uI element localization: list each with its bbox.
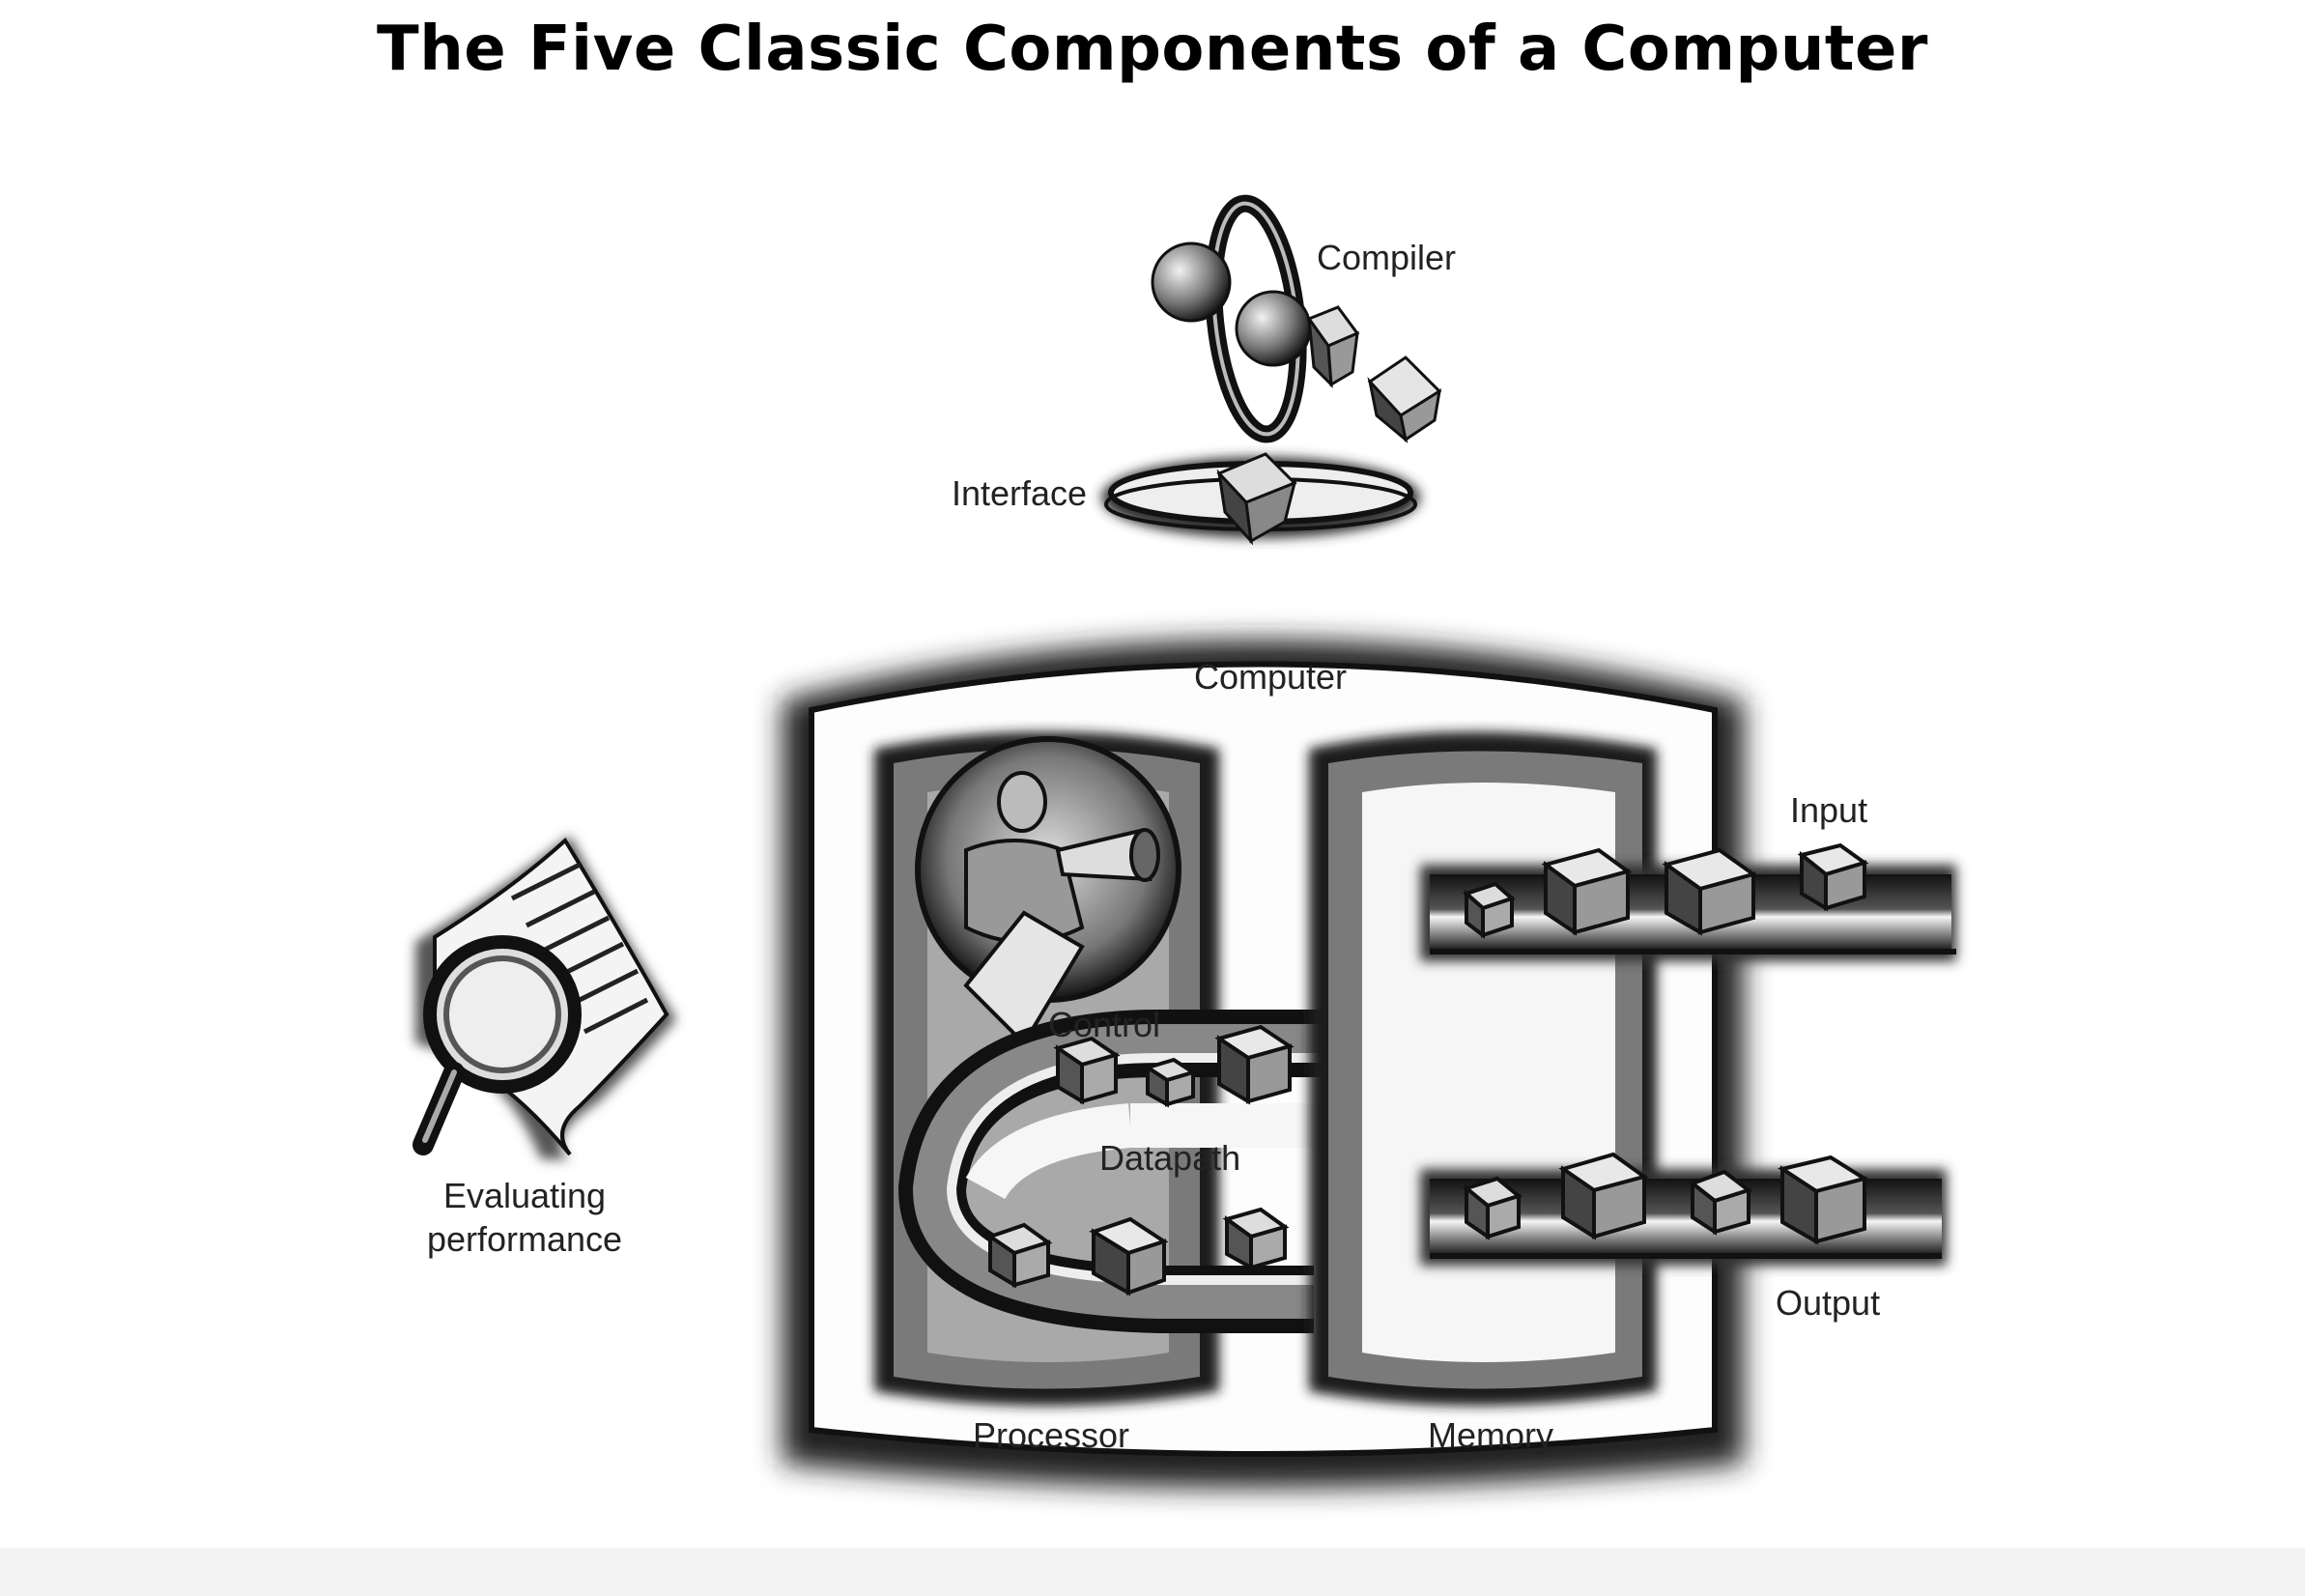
input-label: Input — [1790, 790, 1868, 830]
bottom-strip — [0, 1548, 2305, 1596]
control-label: Control — [1048, 1005, 1161, 1044]
data-cubes — [985, 842, 1869, 1297]
evaluating-label: Evaluating — [442, 1176, 607, 1215]
datapath-label: Datapath — [1099, 1138, 1241, 1178]
interface-label: Interface — [952, 473, 1088, 513]
performance-label: performance — [426, 1219, 623, 1259]
output-label: Output — [1776, 1283, 1881, 1323]
memory-label: Memory — [1427, 1415, 1554, 1455]
memory-column — [1309, 731, 1657, 1406]
evaluating-performance-illustration — [413, 836, 676, 1159]
compiler-label: Compiler — [1317, 238, 1457, 277]
processor-label: Processor — [972, 1415, 1130, 1455]
computer-label: Computer — [1193, 657, 1348, 697]
page-title: The Five Classic Components of a Compute… — [377, 14, 1928, 85]
compiler-interface-illustration — [1101, 194, 1442, 546]
